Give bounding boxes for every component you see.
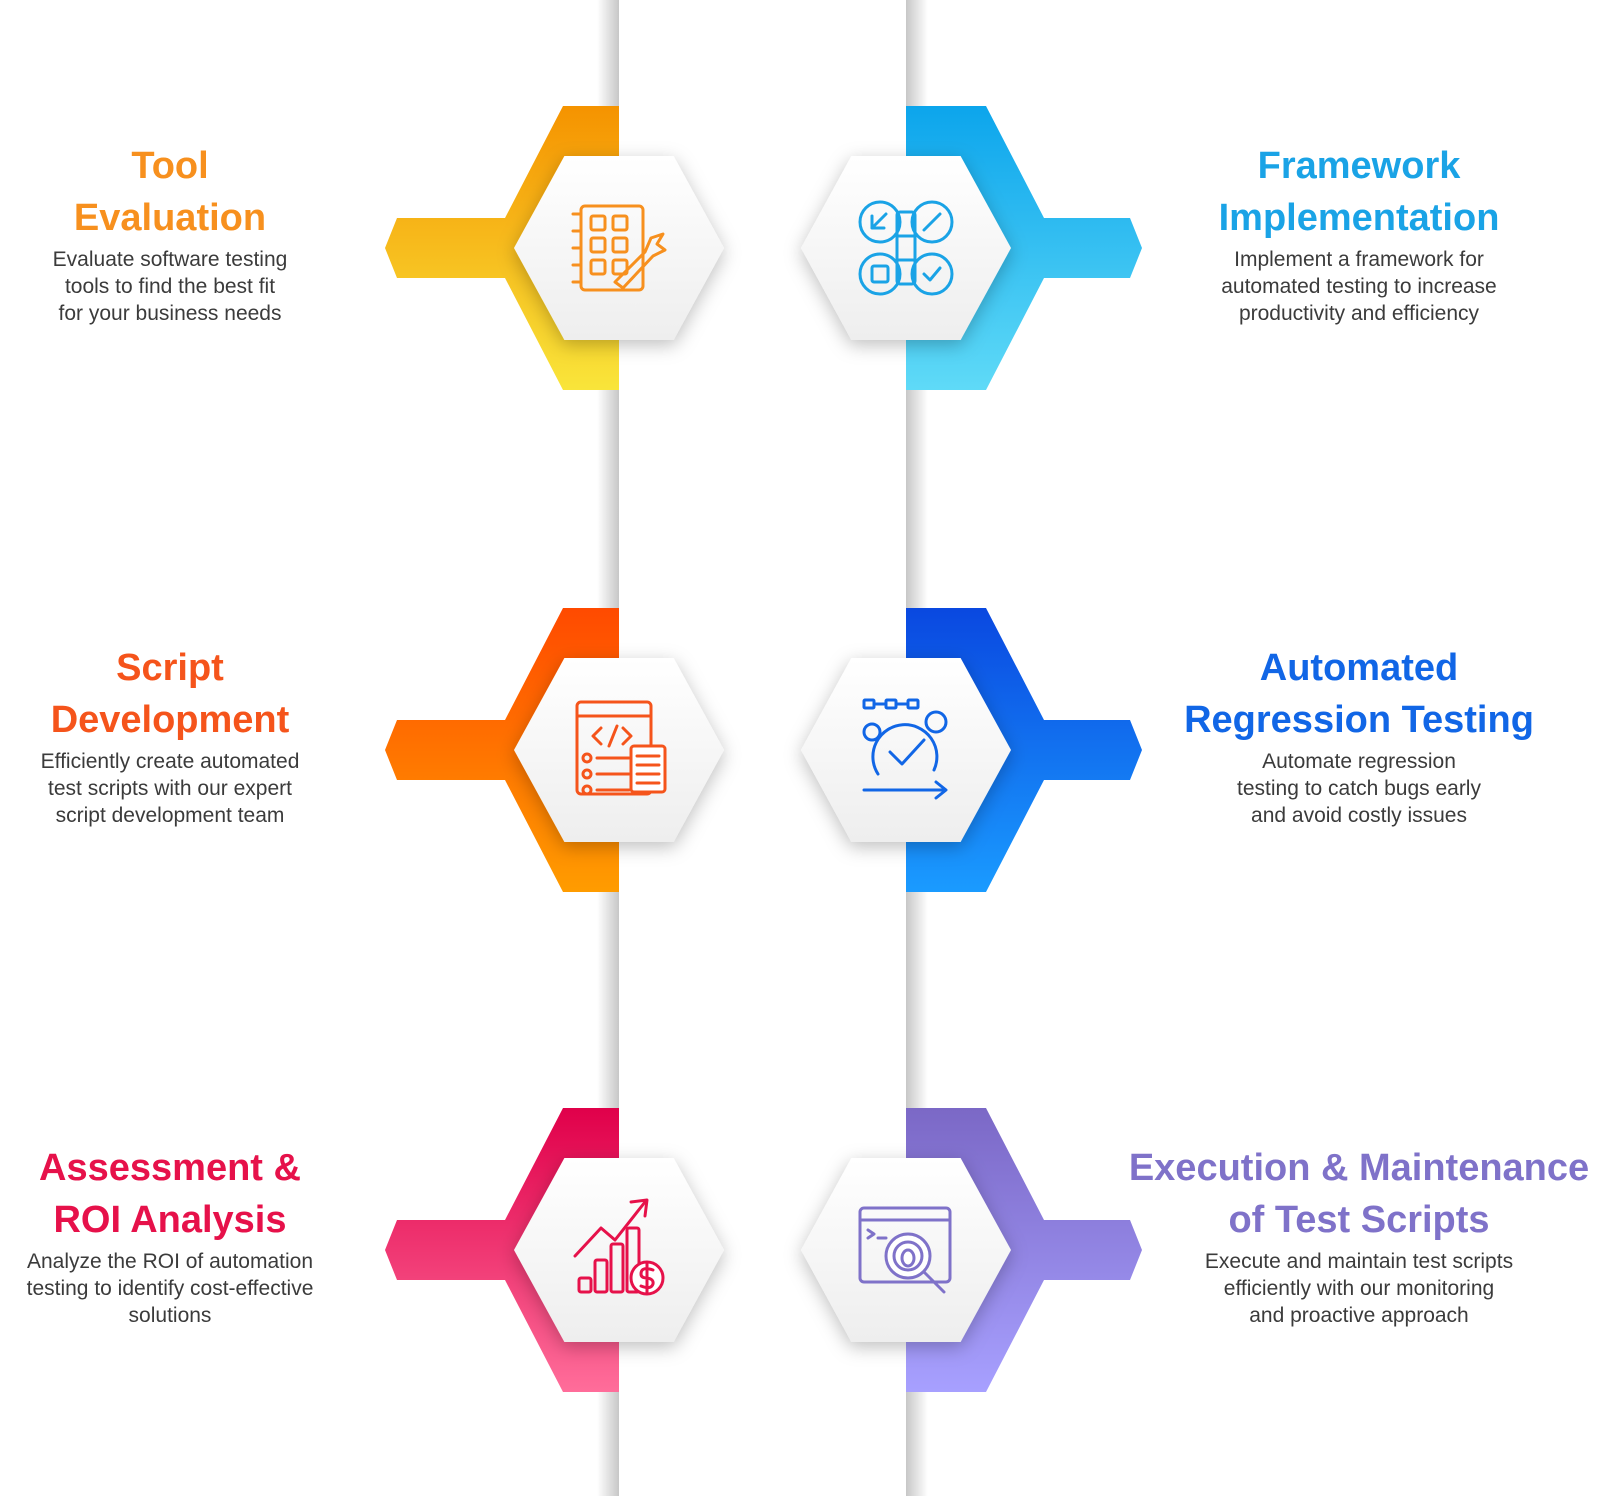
description-line: Efficiently create automated xyxy=(40,750,300,773)
assessment-roi-analysis-hexagon xyxy=(514,1158,724,1342)
execution-maintenance-description: Execute and maintain test scripts efficie… xyxy=(1118,1248,1600,1329)
title-line: Implementation xyxy=(1218,197,1500,239)
code-script-icon xyxy=(575,700,667,796)
tool-evaluation-description: Evaluate software testing tools to find t… xyxy=(0,246,340,327)
title-line: Script xyxy=(116,647,224,689)
title-line: Development xyxy=(50,699,290,741)
description-line: test scripts with our expert xyxy=(48,777,292,800)
title-line: Assessment & xyxy=(39,1147,301,1189)
title-line: Tool xyxy=(131,145,209,187)
framework-implementation-hexagon xyxy=(801,156,1011,340)
description-line: Analyze the ROI of automation xyxy=(27,1250,313,1273)
description-line: testing to identify cost-effective xyxy=(26,1277,314,1300)
title-line: Execution & Maintenance xyxy=(1128,1147,1590,1189)
description-line: testing to catch bugs early xyxy=(1237,777,1481,800)
description-line: automated testing to increase xyxy=(1221,275,1497,298)
description-line: tools to find the best fit xyxy=(64,275,276,298)
description-line: and avoid costly issues xyxy=(1251,804,1467,827)
script-development-hexagon xyxy=(514,658,724,842)
description-line: solutions xyxy=(128,1304,212,1327)
roi-chart-dollar-icon xyxy=(573,1198,665,1296)
automated-regression-testing-description: Automate regression testing to catch bugs… xyxy=(1118,748,1600,829)
framework-implementation-description: Implement a framework for automated testi… xyxy=(1118,246,1600,327)
description-line: Evaluate software testing xyxy=(52,248,288,271)
title-line: ROI Analysis xyxy=(53,1199,287,1241)
description-line: Automate regression xyxy=(1262,750,1456,773)
title-line: Framework xyxy=(1257,145,1461,187)
description-line: script development team xyxy=(55,804,285,827)
description-line: Execute and maintain test scripts xyxy=(1204,1250,1514,1273)
bug-inspect-icon xyxy=(858,1206,952,1294)
assessment-roi-analysis-description: Analyze the ROI of automation testing to … xyxy=(0,1248,340,1329)
title-line: Automated xyxy=(1259,647,1459,689)
title-line: Evaluation xyxy=(73,197,267,239)
tool-evaluation-hexagon xyxy=(514,156,724,340)
description-line: efficiently with our monitoring xyxy=(1223,1277,1495,1300)
title-line: Regression Testing xyxy=(1184,699,1534,741)
description-line: productivity and efficiency xyxy=(1238,302,1480,325)
tool-grid-wrench-icon xyxy=(571,204,667,292)
execution-maintenance-title: Execution & Maintenance of Test Scripts xyxy=(1118,1142,1600,1246)
script-development-description: Efficiently create automated test scripts… xyxy=(0,748,340,829)
description-line: and proactive approach xyxy=(1249,1304,1469,1327)
automated-regression-testing-hexagon xyxy=(801,658,1011,842)
regression-cycle-icon xyxy=(862,698,948,800)
framework-flow-icon xyxy=(858,200,954,296)
assessment-roi-analysis-title: Assessment & ROI Analysis xyxy=(0,1142,340,1246)
title-line: of Test Scripts xyxy=(1228,1199,1490,1241)
description-line: for your business needs xyxy=(58,302,282,325)
description-line: Implement a framework for xyxy=(1234,248,1484,271)
